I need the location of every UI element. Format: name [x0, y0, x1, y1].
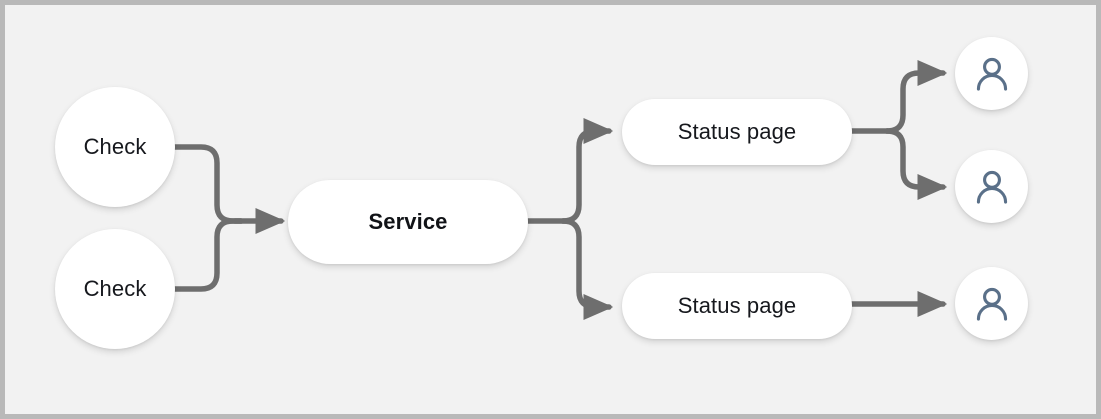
node-label: Check — [83, 134, 147, 159]
node-user-bottom[interactable] — [955, 267, 1028, 340]
user-icon — [976, 57, 1007, 91]
user-icon — [976, 170, 1007, 204]
edge-service-to-status-a — [560, 117, 614, 224]
node-check-b[interactable]: Check — [55, 229, 175, 349]
node-label: Check — [83, 276, 147, 301]
node-status-page-top[interactable]: Status page — [622, 99, 852, 165]
edge-layer — [172, 59, 948, 321]
node-user-middle[interactable] — [955, 150, 1028, 223]
edge-status-a-to-user-a — [884, 59, 948, 134]
user-icon — [976, 287, 1007, 321]
node-status-page-bottom[interactable]: Status page — [622, 273, 852, 339]
node-label: Status page — [677, 119, 797, 144]
node-service[interactable]: Service — [288, 180, 528, 264]
node-label: Status page — [677, 293, 797, 318]
diagram-canvas: Check Check Service Status page Status p… — [5, 5, 1096, 414]
edge-check-a-to-service — [172, 144, 244, 224]
edge-service-to-status-b — [560, 218, 614, 321]
edge-status-a-to-user-b — [884, 128, 948, 201]
node-check-a[interactable]: Check — [55, 87, 175, 207]
node-user-top[interactable] — [955, 37, 1028, 110]
node-label: Service — [368, 209, 448, 234]
edge-check-b-to-service — [172, 218, 244, 292]
